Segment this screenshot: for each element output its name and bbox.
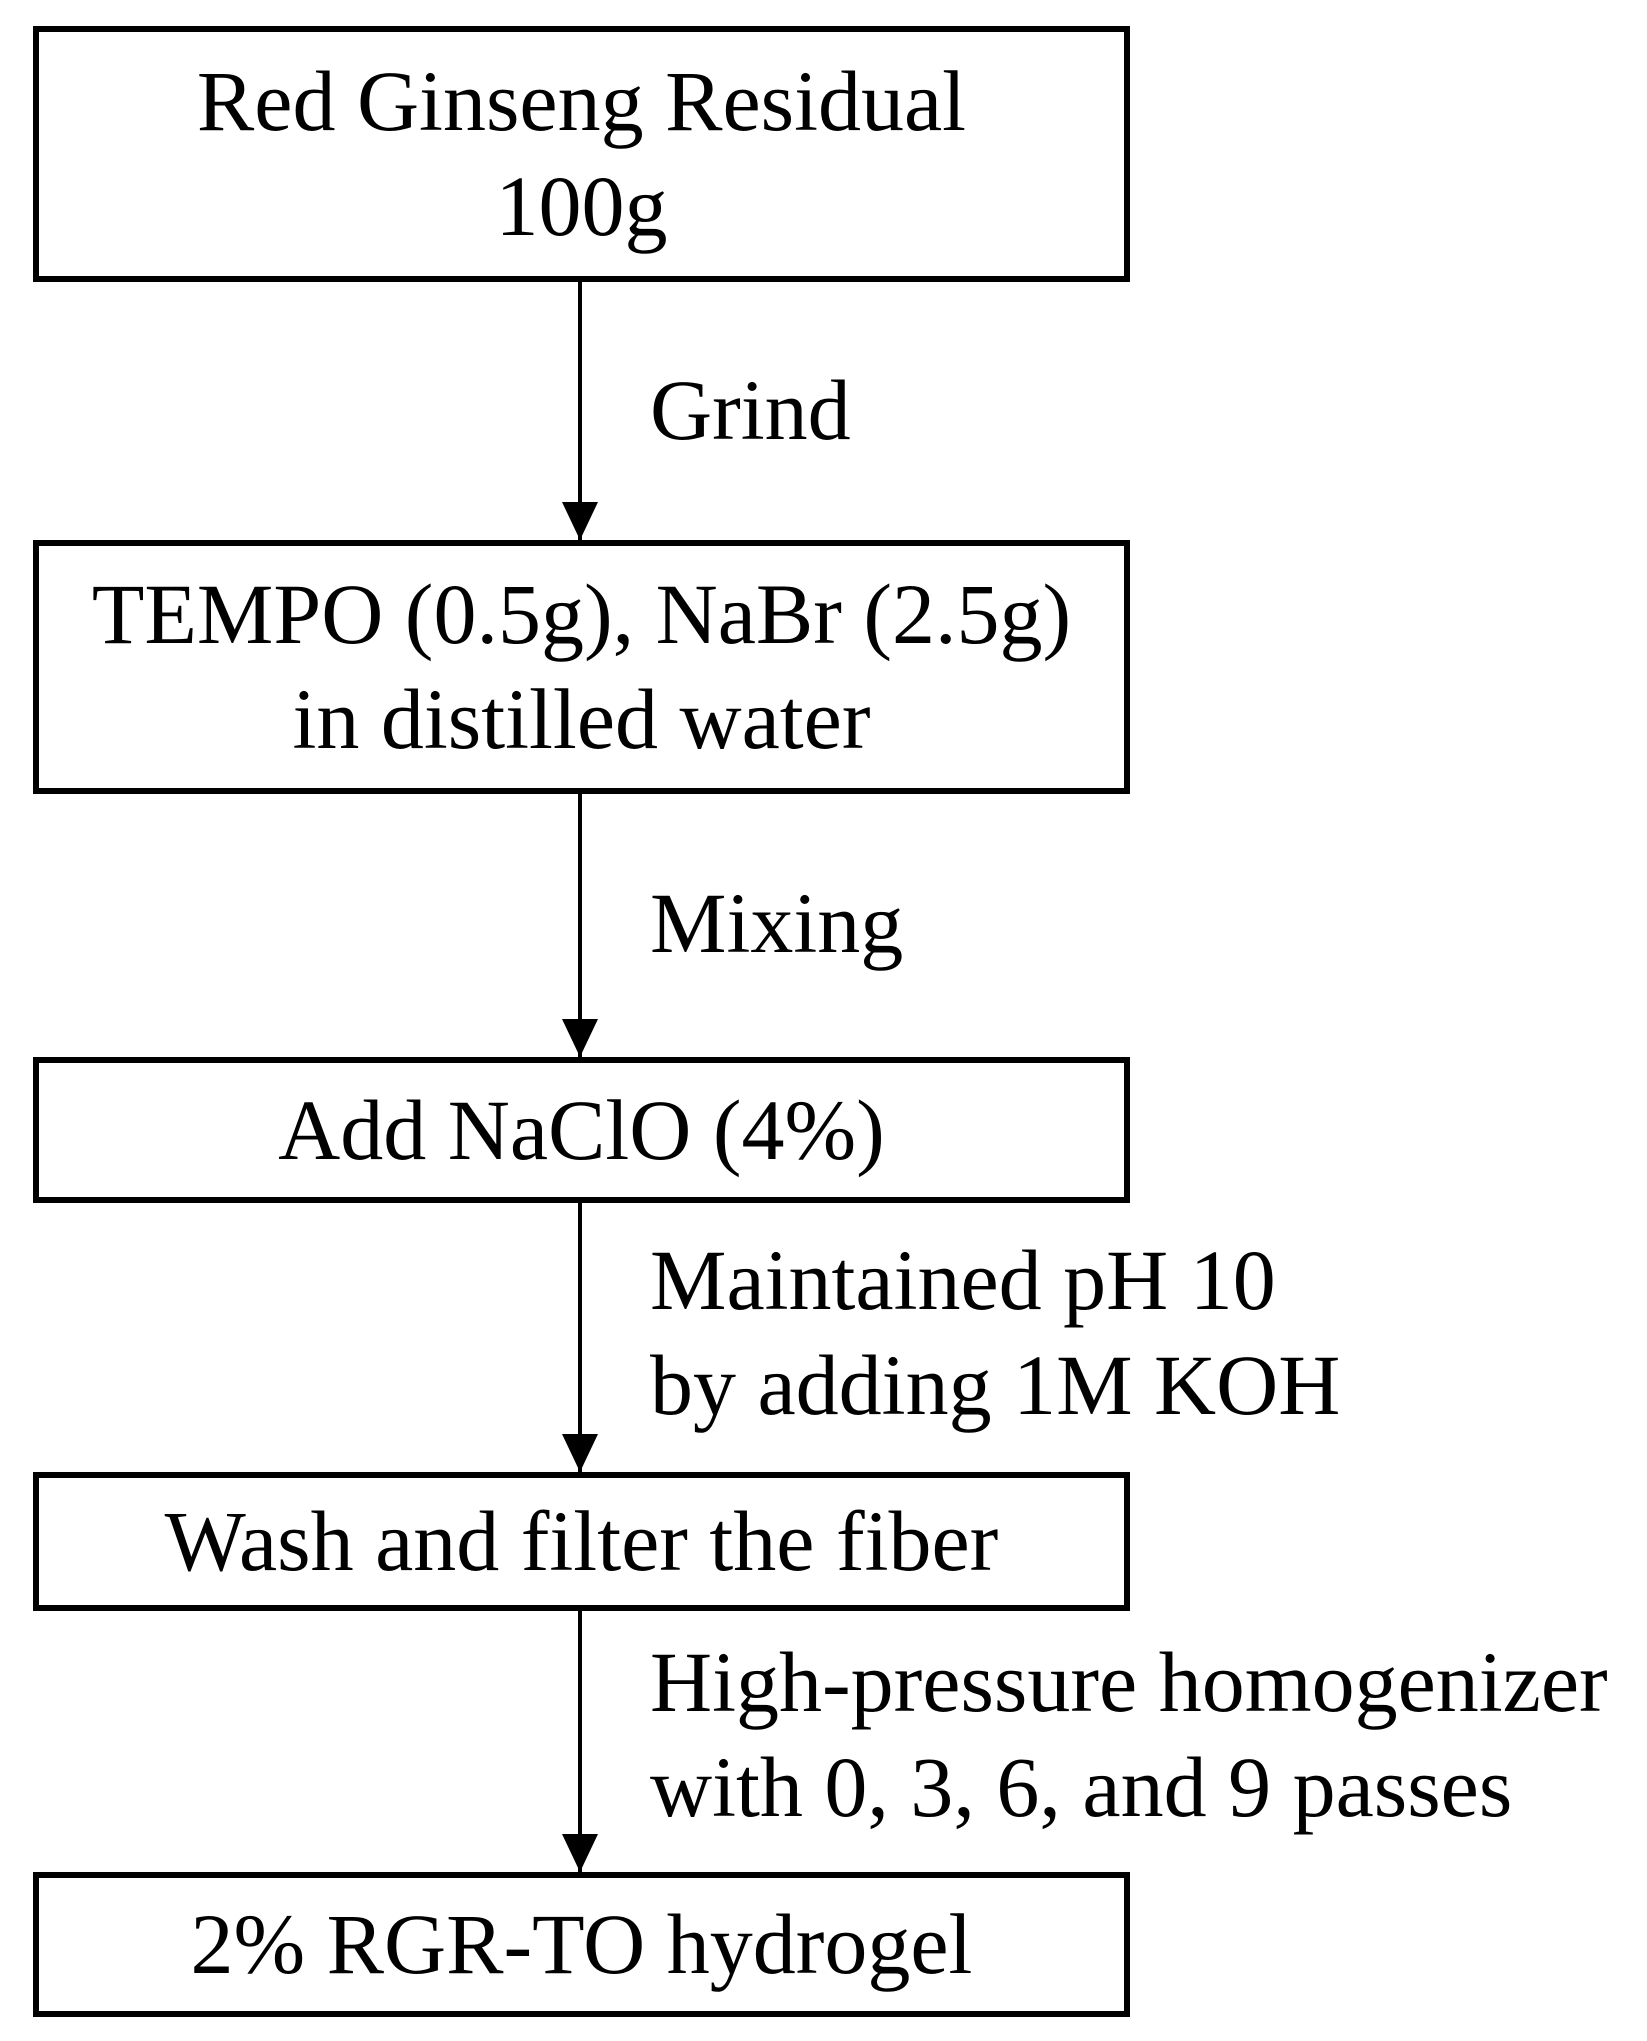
flow-box-rgr-to-hydrogel: 2% RGR-TO hydrogel [33, 1872, 1130, 2017]
flow-arrow-homogenizer [562, 1611, 598, 1872]
flow-box-text: Add NaClO (4%) [278, 1081, 885, 1178]
flow-box-red-ginseng-residual: Red Ginseng Residual 100g [33, 26, 1130, 282]
flow-arrow-mixing [562, 794, 598, 1057]
flow-box-add-naclo: Add NaClO (4%) [33, 1057, 1130, 1203]
flow-box-tempo-nabr: TEMPO (0.5g), NaBr (2.5g) in distilled w… [33, 540, 1130, 794]
flow-box-text: Wash and filter the fiber [164, 1493, 999, 1590]
arrow-down-icon [562, 1834, 598, 1872]
flow-arrow-ph-koh [562, 1203, 598, 1472]
flow-arrow-label-homogenizer: High-pressure homogenizer with 0, 3, 6, … [650, 1634, 1608, 1835]
flow-box-text: TEMPO (0.5g), NaBr (2.5g) in distilled w… [91, 566, 1072, 767]
flow-box-wash-filter: Wash and filter the fiber [33, 1472, 1130, 1611]
flow-arrow-grind [562, 282, 598, 540]
flow-box-text: 2% RGR-TO hydrogel [190, 1896, 973, 1993]
arrow-down-icon [562, 1434, 598, 1472]
flow-arrow-label-grind: Grind [650, 362, 851, 458]
flow-box-text: Red Ginseng Residual 100g [196, 53, 967, 254]
arrow-down-icon [562, 502, 598, 540]
flow-arrow-label-mixing: Mixing [650, 875, 904, 971]
flow-arrow-label-ph-koh: Maintained pH 10 by adding 1M KOH [650, 1232, 1341, 1433]
arrow-down-icon [562, 1019, 598, 1057]
